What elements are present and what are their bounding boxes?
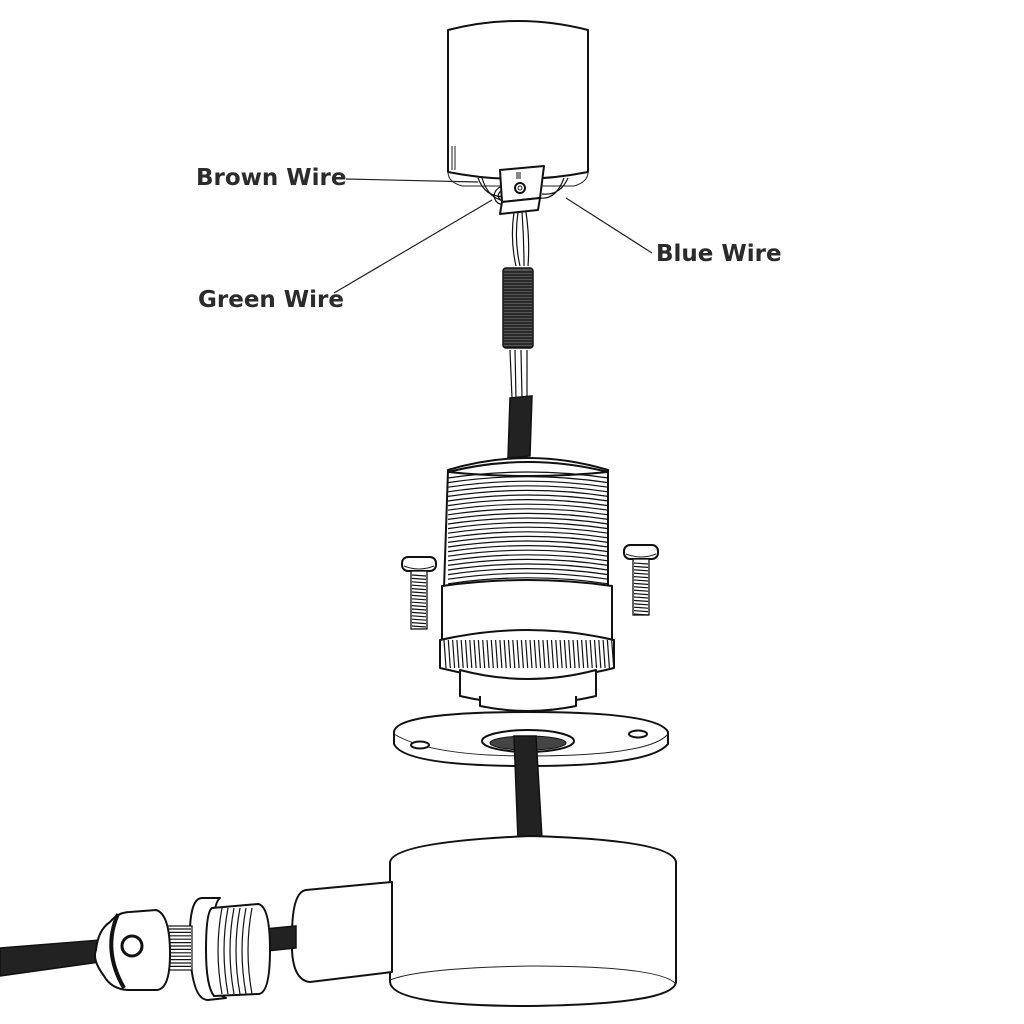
black-cable-top: [507, 395, 533, 459]
green-wire-label: Green Wire: [198, 287, 344, 313]
fixing-screw-right: [623, 544, 659, 616]
lamp-holder-cup: [447, 20, 589, 187]
blue-wire-label: Blue Wire: [656, 241, 782, 267]
threaded-lamp-socket: [439, 457, 615, 712]
terminal-block: [499, 165, 545, 215]
wire-bundle-upper: [511, 211, 530, 267]
ceiling-rose-canopy: [379, 835, 678, 1007]
threaded-bushing: [188, 897, 271, 1001]
side-cable-outer: [0, 939, 101, 977]
brown-wire-label: Brown Wire: [196, 165, 347, 191]
brown-wire-leader: [345, 178, 479, 183]
green-wire-leader: [333, 199, 493, 294]
cable-gland-nut: [94, 909, 171, 991]
cord-outlet-tube: [290, 881, 393, 983]
blue-wire-leader: [565, 197, 653, 254]
wire-bundle-lower: [509, 349, 528, 399]
fixing-screw-left: [401, 556, 437, 630]
leader-lines: [333, 178, 653, 294]
spring-strain-relief: [502, 267, 534, 349]
